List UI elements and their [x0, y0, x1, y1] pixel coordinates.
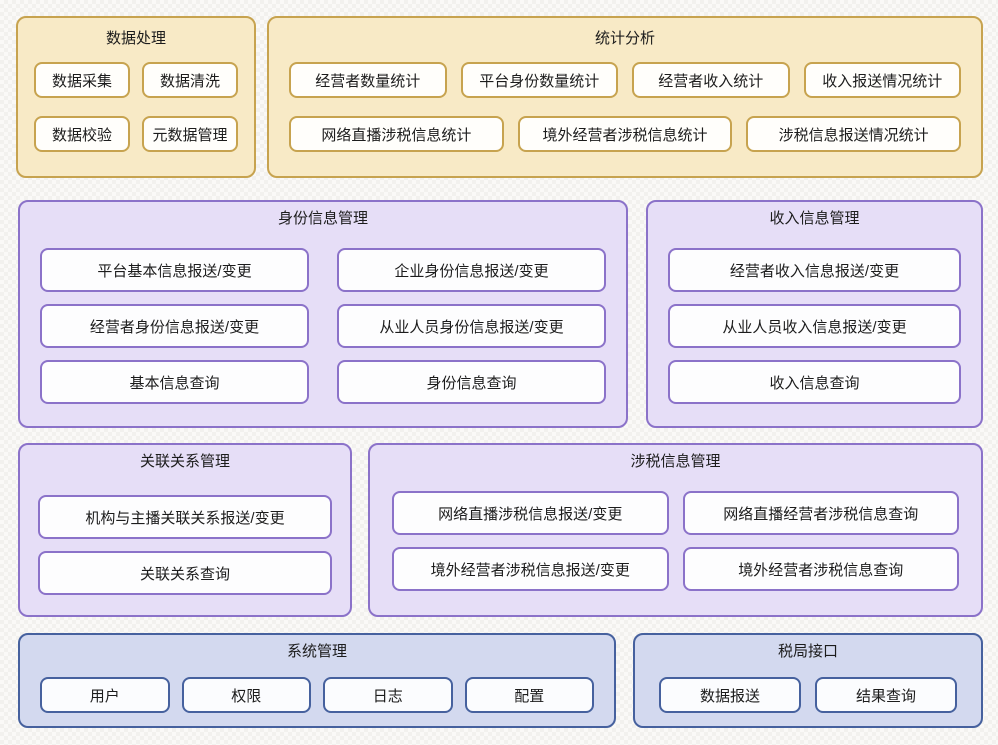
- group-relation-management: 关联关系管理 机构与主播关联关系报送/变更 关联关系查询: [18, 443, 352, 617]
- node-identity-info-query: 身份信息查询: [337, 360, 606, 404]
- node-operator-income-stats: 经营者收入统计: [632, 62, 790, 98]
- grid-row: 数据校验 元数据管理: [34, 116, 238, 152]
- node-platform-identity-count-stats: 平台身份数量统计: [460, 62, 618, 98]
- node-logs: 日志: [323, 677, 453, 713]
- grid-row: 境外经营者涉税信息报送/变更 境外经营者涉税信息查询: [392, 547, 959, 591]
- grid-row: 经营者数量统计 平台身份数量统计 经营者收入统计 收入报送情况统计: [289, 62, 961, 98]
- group-grid: 数据报送 结果查询: [659, 677, 957, 713]
- grid-row: 经营者身份信息报送/变更 从业人员身份信息报送/变更: [40, 304, 606, 348]
- node-basic-info-query: 基本信息查询: [40, 360, 309, 404]
- grid-row: 关联关系查询: [38, 551, 332, 595]
- group-title-system-management: 系统管理: [286, 643, 347, 660]
- group-tax-info-management: 涉税信息管理 网络直播涉税信息报送/变更 网络直播经营者涉税信息查询 境外经营者…: [368, 443, 983, 617]
- grid-row: 网络直播涉税信息报送/变更 网络直播经营者涉税信息查询: [392, 491, 959, 535]
- group-grid: 网络直播涉税信息报送/变更 网络直播经营者涉税信息查询 境外经营者涉税信息报送/…: [392, 491, 959, 591]
- group-grid: 经营者数量统计 平台身份数量统计 经营者收入统计 收入报送情况统计 网络直播涉税…: [289, 62, 962, 152]
- grid-row: 从业人员收入信息报送/变更: [668, 304, 961, 348]
- node-operator-income-report: 经营者收入信息报送/变更: [668, 248, 961, 292]
- group-tax-bureau-interface: 税局接口 数据报送 结果查询: [633, 633, 983, 728]
- grid-row: 平台基本信息报送/变更 企业身份信息报送/变更: [40, 248, 606, 292]
- grid-row: 机构与主播关联关系报送/变更: [38, 495, 332, 539]
- node-config: 配置: [464, 677, 594, 713]
- node-platform-basic-info-report: 平台基本信息报送/变更: [40, 248, 309, 292]
- node-overseas-operator-tax-report: 境外经营者涉税信息报送/变更: [392, 547, 669, 591]
- group-grid: 经营者收入信息报送/变更 从业人员收入信息报送/变更 收入信息查询: [668, 248, 961, 404]
- group-title-identity-info-management: 身份信息管理: [277, 210, 368, 227]
- node-enterprise-identity-report: 企业身份信息报送/变更: [337, 248, 606, 292]
- group-title-statistics-analysis: 统计分析: [594, 30, 655, 47]
- group-title-tax-bureau-interface: 税局接口: [777, 643, 838, 660]
- node-permissions: 权限: [181, 677, 311, 713]
- node-income-reporting-status-stats: 收入报送情况统计: [803, 62, 961, 98]
- node-staff-identity-report: 从业人员身份信息报送/变更: [337, 304, 606, 348]
- grid-row: 网络直播涉税信息统计 境外经营者涉税信息统计 涉税信息报送情况统计: [289, 116, 962, 152]
- group-income-info-management: 收入信息管理 经营者收入信息报送/变更 从业人员收入信息报送/变更 收入信息查询: [646, 200, 983, 428]
- node-livestream-operator-tax-query: 网络直播经营者涉税信息查询: [682, 491, 959, 535]
- grid-row: 用户 权限 日志 配置: [40, 677, 594, 713]
- node-result-query: 结果查询: [815, 677, 957, 713]
- grid-row: 数据采集 数据清洗: [34, 62, 238, 98]
- group-title-relation-management: 关联关系管理: [139, 453, 230, 470]
- node-operator-identity-report: 经营者身份信息报送/变更: [40, 304, 309, 348]
- node-income-info-query: 收入信息查询: [668, 360, 961, 404]
- group-system-management: 系统管理 用户 权限 日志 配置: [18, 633, 616, 728]
- group-grid: 平台基本信息报送/变更 企业身份信息报送/变更 经营者身份信息报送/变更 从业人…: [40, 248, 606, 404]
- group-statistics-analysis: 统计分析 经营者数量统计 平台身份数量统计 经营者收入统计 收入报送情况统计 网…: [267, 16, 983, 178]
- node-data-validation: 数据校验: [34, 116, 130, 152]
- node-users: 用户: [40, 677, 170, 713]
- node-agency-anchor-relation-report: 机构与主播关联关系报送/变更: [38, 495, 332, 539]
- node-data-submission: 数据报送: [659, 677, 801, 713]
- group-title-tax-info-management: 涉税信息管理: [630, 453, 721, 470]
- node-staff-income-report: 从业人员收入信息报送/变更: [668, 304, 961, 348]
- node-overseas-operator-tax-info-stats: 境外经营者涉税信息统计: [517, 116, 733, 152]
- grid-row: 经营者收入信息报送/变更: [668, 248, 961, 292]
- node-livestream-tax-report: 网络直播涉税信息报送/变更: [392, 491, 669, 535]
- group-data-processing: 数据处理 数据采集 数据清洗 数据校验 元数据管理: [16, 16, 256, 178]
- group-grid: 机构与主播关联关系报送/变更 关联关系查询: [38, 495, 332, 595]
- node-data-collection: 数据采集: [34, 62, 130, 98]
- node-operator-count-stats: 经营者数量统计: [289, 62, 447, 98]
- grid-row: 基本信息查询 身份信息查询: [40, 360, 606, 404]
- group-grid: 数据采集 数据清洗 数据校验 元数据管理: [34, 62, 238, 152]
- group-identity-info-management: 身份信息管理 平台基本信息报送/变更 企业身份信息报送/变更 经营者身份信息报送…: [18, 200, 628, 428]
- group-title-data-processing: 数据处理: [105, 30, 166, 47]
- group-title-income-info-management: 收入信息管理: [769, 210, 860, 227]
- node-data-cleaning: 数据清洗: [142, 62, 238, 98]
- node-relation-query: 关联关系查询: [38, 551, 332, 595]
- grid-row: 收入信息查询: [668, 360, 961, 404]
- group-grid: 用户 权限 日志 配置: [40, 677, 594, 713]
- node-overseas-operator-tax-query: 境外经营者涉税信息查询: [682, 547, 959, 591]
- node-metadata-management: 元数据管理: [142, 116, 238, 152]
- node-livestream-tax-info-stats: 网络直播涉税信息统计: [289, 116, 504, 152]
- node-tax-info-reporting-status-stats: 涉税信息报送情况统计: [746, 116, 962, 152]
- grid-row: 数据报送 结果查询: [659, 677, 957, 713]
